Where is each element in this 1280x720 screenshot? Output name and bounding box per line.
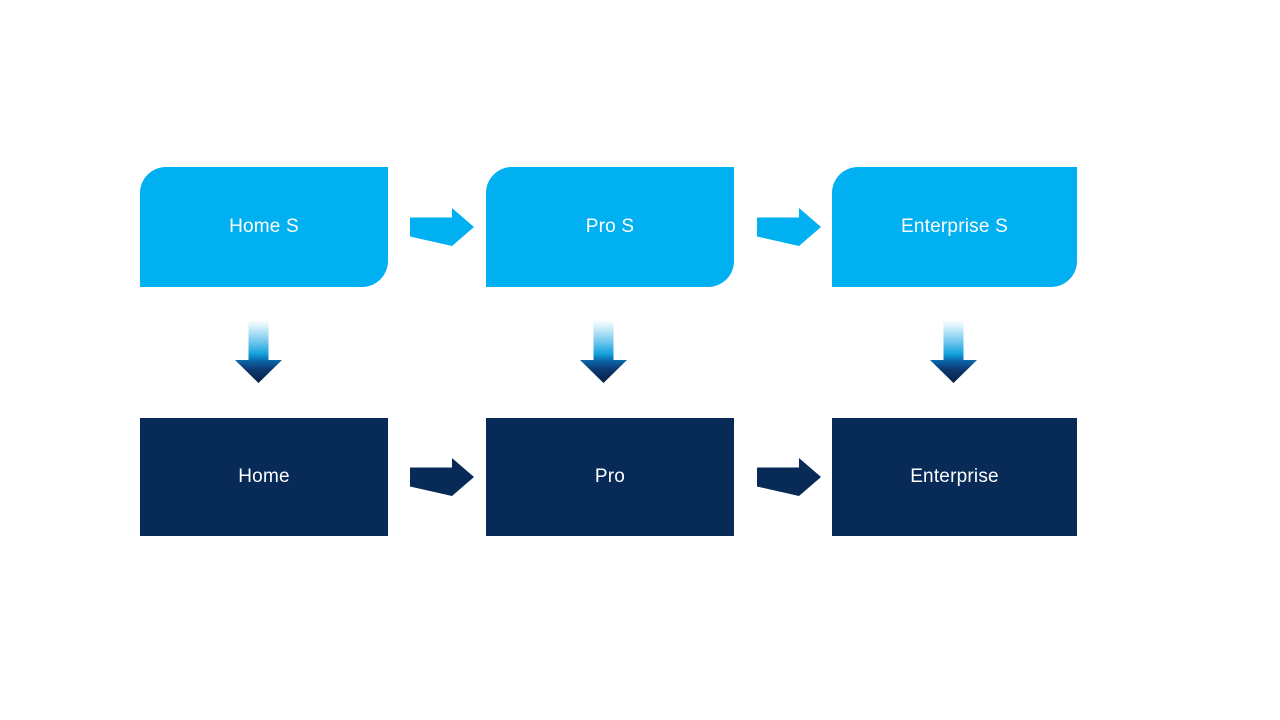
stage-box-pro-s: Pro S: [486, 167, 734, 287]
down-arrow-icon: [930, 320, 977, 383]
right-arrow-icon: [757, 208, 821, 246]
right-arrow-icon: [410, 208, 474, 246]
right-arrow-icon: [757, 458, 821, 496]
stage-box-label: Pro S: [585, 216, 635, 237]
stage-box-label: Enterprise: [910, 466, 999, 487]
stage-box-label: Enterprise S: [901, 216, 1008, 237]
right-arrow-icon: [410, 458, 474, 496]
stage-box-label: Home S: [229, 216, 299, 237]
stage-box-enterprise: Enterprise: [832, 418, 1077, 536]
stage-box-enterprise-s: Enterprise S: [832, 167, 1077, 287]
stage-box-home: Home: [140, 418, 388, 536]
stage-box-label: Pro: [594, 466, 626, 487]
down-arrow-icon: [235, 320, 282, 383]
stage-box-label: Home: [238, 466, 290, 487]
stage-box-home-s: Home S: [140, 167, 388, 287]
stage-box-pro: Pro: [486, 418, 734, 536]
down-arrow-icon: [580, 320, 627, 383]
